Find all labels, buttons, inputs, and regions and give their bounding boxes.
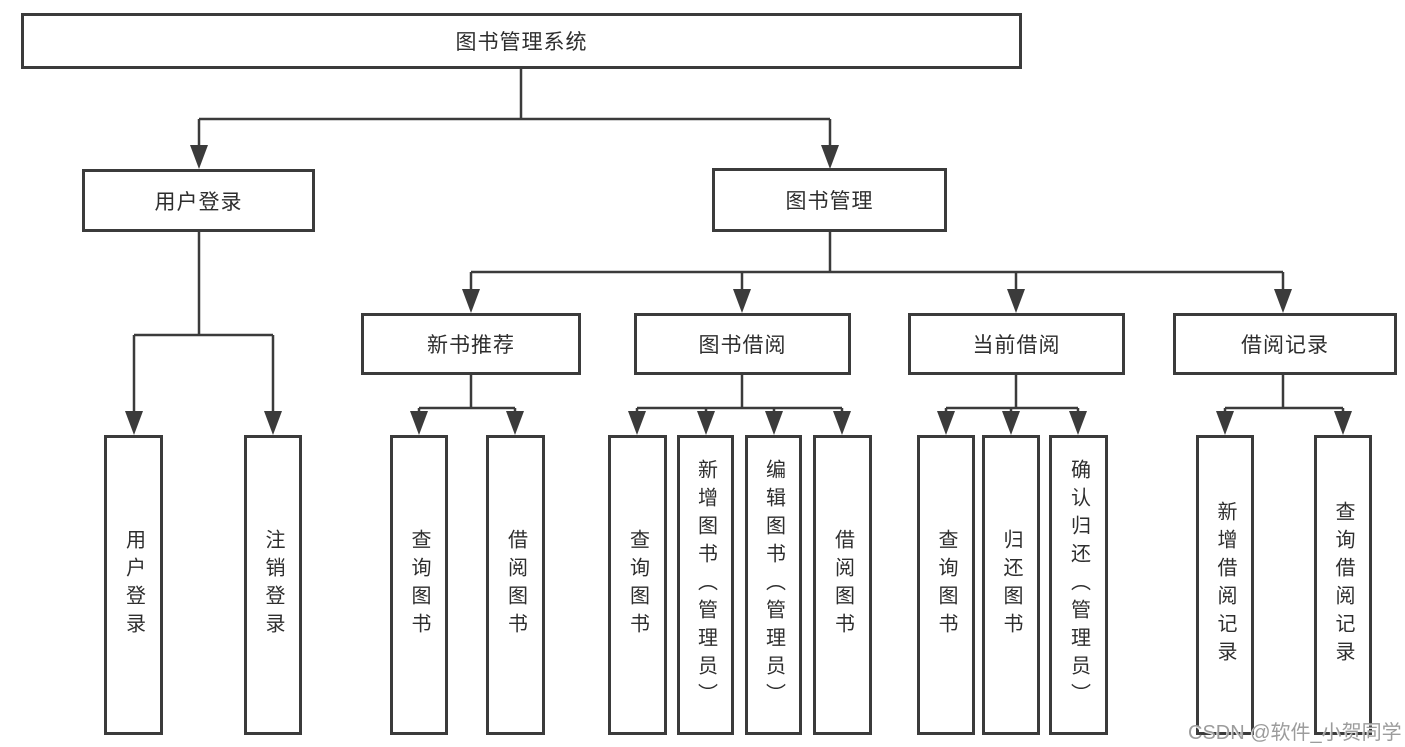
leaf-current-query-books: 查询图书 [917,435,975,735]
csdn-watermark: CSDN @软件_小贺同学 [1188,722,1402,744]
node-book-management: 图书管理 [712,168,947,232]
leaf-user-login: 用户登录 [104,435,163,735]
leaf-record-query-borrow-record: 查询借阅记录 [1314,435,1372,735]
node-user-login: 用户登录 [82,169,315,232]
leaf-current-return-books: 归还图书 [982,435,1040,735]
leaf-borrow-edit-books-admin: 编辑图书（管理员） [745,435,802,735]
leaf-newbook-query-books: 查询图书 [390,435,448,735]
leaf-logout: 注销登录 [244,435,302,735]
node-new-book-recommend: 新书推荐 [361,313,581,375]
leaf-newbook-borrow-books: 借阅图书 [486,435,545,735]
leaf-borrow-add-books-admin: 新增图书（管理员） [677,435,734,735]
node-current-borrow: 当前借阅 [908,313,1125,375]
leaf-current-confirm-return-admin: 确认归还（管理员） [1049,435,1108,735]
node-book-borrow: 图书借阅 [634,313,851,375]
node-library-management-system: 图书管理系统 [21,13,1022,69]
arrowheads [125,145,1352,435]
leaf-record-add-borrow-record: 新增借阅记录 [1196,435,1254,735]
node-borrow-records: 借阅记录 [1173,313,1397,375]
leaf-borrow-borrow-books: 借阅图书 [813,435,872,735]
leaf-borrow-query-books: 查询图书 [608,435,667,735]
